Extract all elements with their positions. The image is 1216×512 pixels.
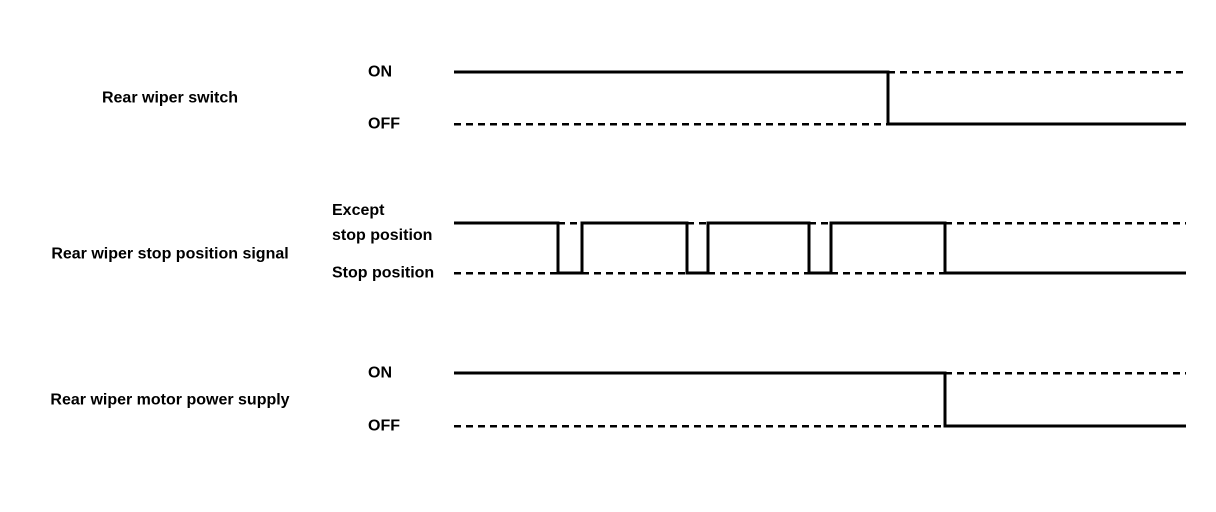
level-label-off-row1: OFF [368,115,400,133]
level-label-on-row3: ON [368,364,392,382]
signal-label-rear-wiper-switch: Rear wiper switch [101,89,239,107]
level-label-off-row3: OFF [368,417,400,435]
signal-trace-rear-wiper-switch [454,70,1186,126]
signal-trace-rear-wiper-motor-power-supply [454,371,1186,428]
signal-label-rear-wiper-stop-position-signal: Rear wiper stop position signal [51,245,289,263]
signal-trace-rear-wiper-stop-position-signal [454,221,1186,275]
level-label-on-row1: ON [368,63,392,81]
signal-label-rear-wiper-motor-power-supply: Rear wiper motor power supply [50,391,290,409]
level-label-except-stop-position: Except stop position [332,202,433,244]
level-label-stop-position: Stop position [332,264,435,282]
